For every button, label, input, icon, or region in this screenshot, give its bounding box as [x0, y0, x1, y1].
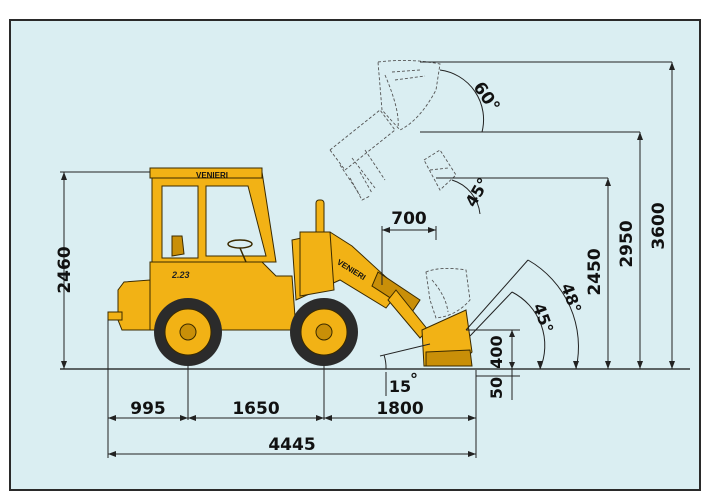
reach-label: 700	[391, 209, 427, 229]
loader-machine: VENIERI VENIERI 2.23	[107, 167, 473, 367]
overall-height-dimension: 2460	[55, 171, 150, 369]
horizontal-dimensions: 995 1650 1800 4445	[107, 320, 477, 458]
overall-length-label: 4445	[268, 435, 315, 455]
mid-bucket-outline	[423, 149, 457, 191]
model-label: 2.23	[171, 270, 190, 280]
reach-dimension: 700	[381, 209, 437, 285]
max-height-label: 3600	[649, 202, 669, 249]
front-overhang-label: 995	[130, 399, 166, 419]
approach-angle-label: 15	[389, 377, 411, 396]
vertical-height-dimensions: 2450 2950 3600	[585, 62, 675, 369]
cab-brand-label: VENIERI	[196, 171, 228, 180]
approach-angle-dimension: 15 °	[379, 343, 431, 396]
dig-depth-dimension: 50	[476, 369, 520, 400]
pin-height-label: 2950	[617, 220, 637, 267]
wheelbase-label: 1650	[232, 399, 279, 419]
raised-bucket-outline	[329, 59, 441, 201]
front-to-bucket-label: 1800	[376, 399, 423, 419]
low-bucket-outline	[425, 267, 471, 319]
bucket-height-label: 400	[487, 335, 506, 368]
overall-height-label: 2460	[55, 246, 75, 293]
dig-depth-label: 50	[487, 377, 506, 399]
bucket-height-dimension: 400	[466, 329, 520, 369]
dump-height-label: 2450	[585, 248, 605, 295]
svg-text:°: °	[410, 370, 418, 389]
